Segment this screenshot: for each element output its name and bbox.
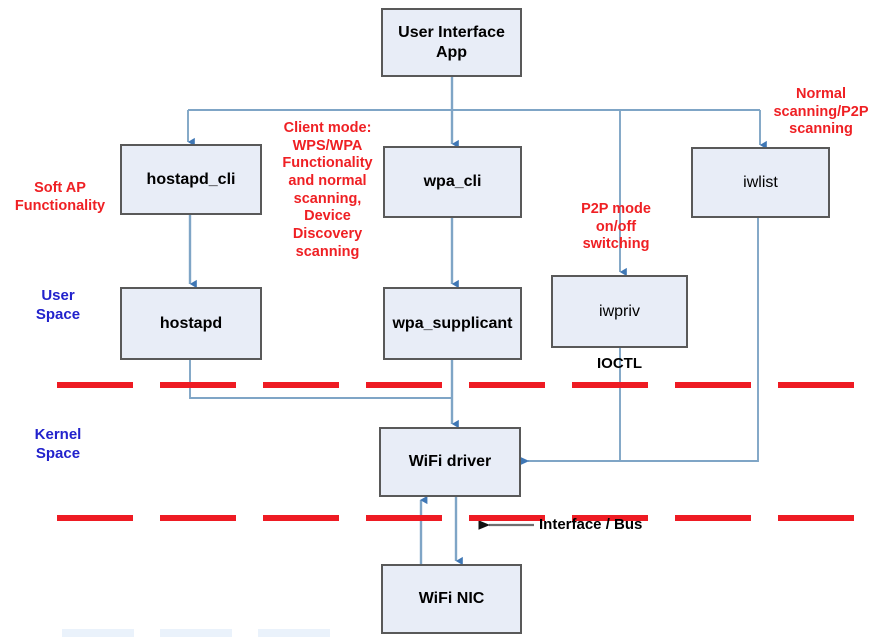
space-label-line: Space <box>35 305 81 323</box>
annotation-line: Device <box>304 208 351 225</box>
space-label-line: Kernel <box>34 426 82 443</box>
node-label: iwpriv <box>599 302 640 320</box>
edge-iwlist-to-driver <box>520 218 759 465</box>
node-label: hostapd <box>159 314 223 332</box>
node-hostapd-cli[interactable]: hostapd_cli <box>120 144 262 215</box>
node-iwlist[interactable]: iwlist <box>691 147 830 218</box>
annotation-line: scanning/P2P <box>773 103 869 120</box>
annotation-soft-ap-functionality: Soft AP Functionality <box>2 180 118 215</box>
annotation-line: scanning <box>295 243 360 260</box>
annotation-line: WPS/WPA <box>292 137 363 154</box>
annotation-line: Normal <box>796 86 846 102</box>
node-label: WiFi driver <box>408 453 492 470</box>
node-label: wpa_supplicant <box>392 314 513 332</box>
annotation-line: Client mode: <box>283 120 372 136</box>
annotation-line: Functionality <box>282 155 373 172</box>
annotation-normal-scanning: Normal scanning/P2P scanning <box>762 86 880 139</box>
annotation-line: scanning <box>789 121 853 138</box>
annotation-line: and normal <box>288 173 367 190</box>
annotation-line: on/off <box>595 218 637 235</box>
node-wpa-cli[interactable]: wpa_cli <box>383 146 522 218</box>
divider-user-kernel <box>0 382 880 388</box>
bottom-artifact-segment <box>258 629 330 637</box>
node-label: WiFi NIC <box>418 590 485 607</box>
annotation-line: P2P mode <box>581 201 651 217</box>
space-label-line: User <box>41 287 75 304</box>
node-label: hostapd_cli <box>146 170 236 188</box>
bottom-artifact-segment <box>62 629 134 637</box>
node-wifi-driver[interactable]: WiFi driver <box>379 427 521 497</box>
annotation-line: Functionality <box>14 197 106 214</box>
node-label: wpa_cli <box>423 173 482 190</box>
annotation-line: switching <box>582 236 650 253</box>
bottom-artifact-segment <box>160 629 232 637</box>
divider-interface-bus <box>0 515 880 521</box>
node-wpa-supplicant[interactable]: wpa_supplicant <box>383 287 522 360</box>
annotation-line: Soft AP <box>34 180 86 196</box>
node-iwpriv[interactable]: iwpriv <box>551 275 688 348</box>
node-label-line1: User Interface <box>398 23 505 41</box>
label-interface-bus: Interface / Bus <box>539 516 643 533</box>
space-label-line: Space <box>35 444 81 462</box>
annotation-line: scanning, <box>293 190 362 207</box>
annotation-client-mode: Client mode: WPS/WPA Functionality and n… <box>266 120 389 262</box>
label-ioctl: IOCTL <box>597 355 642 372</box>
node-label: iwlist <box>743 173 778 191</box>
label-user-space: User Space <box>8 287 108 325</box>
edge-hostapd-to-driver <box>189 360 452 399</box>
annotation-line: Discovery <box>292 226 363 243</box>
label-kernel-space: Kernel Space <box>8 426 108 464</box>
node-wifi-nic[interactable]: WiFi NIC <box>381 564 522 634</box>
node-user-interface-app[interactable]: User Interface App <box>381 8 522 77</box>
node-label-line2: App <box>435 43 468 61</box>
node-hostapd[interactable]: hostapd <box>120 287 262 360</box>
annotation-p2p-mode-switching: P2P mode on/off switching <box>561 201 671 254</box>
